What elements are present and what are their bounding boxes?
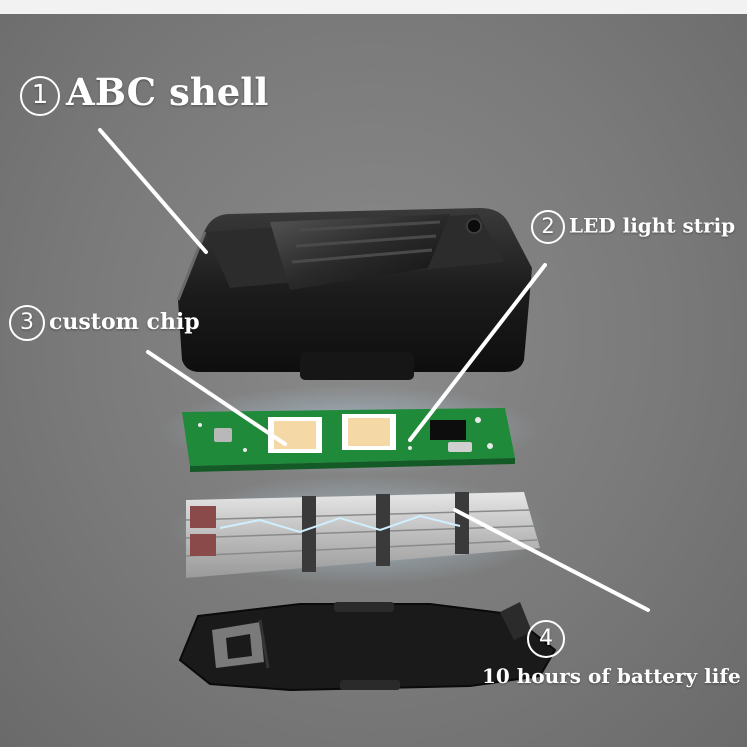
callout-text-1: ABC shell — [66, 70, 269, 114]
led-2 — [342, 414, 396, 450]
battery-pack — [170, 475, 550, 585]
callout-battery-number: 4 — [527, 620, 565, 658]
callout-number-4: 4 — [527, 620, 565, 658]
leader-line-chip — [146, 350, 287, 446]
callout-battery-life: 10 hours of battery life — [482, 664, 741, 688]
callout-text-2: LED light strip — [569, 213, 736, 238]
leader-line-shell — [98, 128, 208, 254]
mounting-bracket — [178, 602, 557, 692]
abc-shell — [176, 208, 532, 380]
callout-number-2: 2 — [531, 210, 565, 244]
led-1 — [268, 417, 322, 453]
leader-line-led — [408, 263, 547, 442]
callout-number-1: 1 — [20, 75, 60, 116]
led-pcb — [160, 385, 540, 475]
leader-lines — [98, 128, 650, 612]
leader-line-battery — [453, 508, 650, 612]
top-edge-band — [0, 0, 747, 14]
callout-text-3: custom chip — [49, 309, 200, 335]
callout-number-3: 3 — [9, 305, 45, 341]
